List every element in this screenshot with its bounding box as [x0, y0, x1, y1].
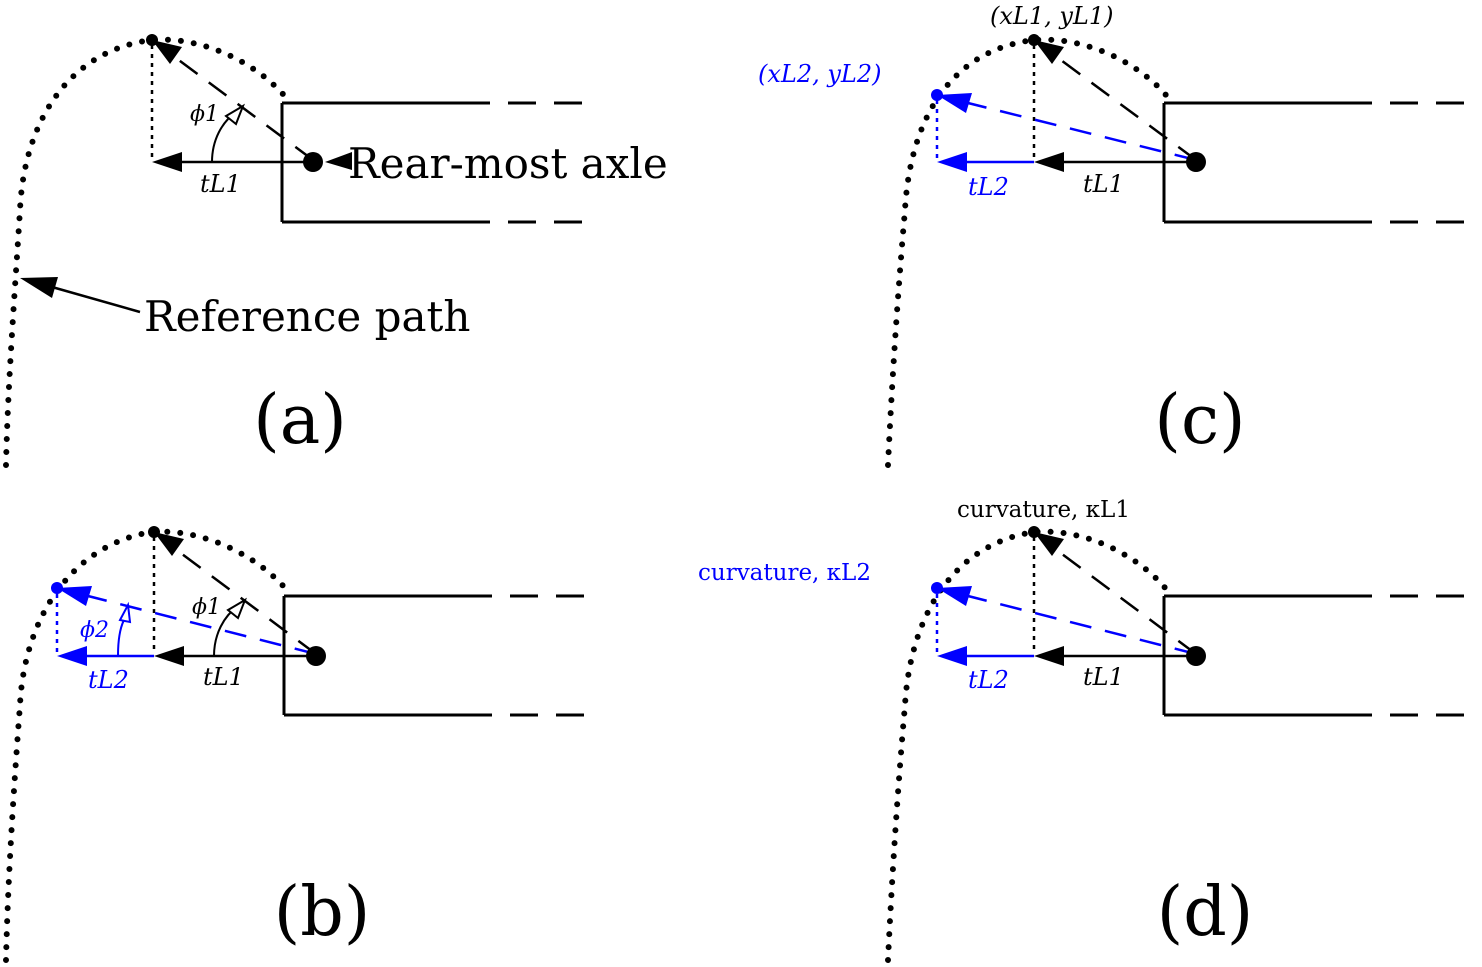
lookahead-arrowhead-l2	[937, 93, 972, 113]
vehicle-outline	[1162, 594, 1482, 717]
lookahead-arrowhead	[1034, 532, 1064, 556]
point-l2-label: (xL2, yL2)	[758, 60, 882, 88]
lookahead-arrowhead-l2	[937, 586, 972, 606]
curvature-l2-label: curvature, κL2	[698, 560, 871, 586]
phi1-label: ϕ1	[190, 102, 219, 127]
panel-b-caption: (b)	[274, 873, 371, 952]
t-l1-arrowhead	[1034, 152, 1064, 172]
lookahead-point-l2	[931, 89, 943, 101]
panel-d-caption: (d)	[1157, 873, 1254, 952]
t-l1-label: tL1	[1083, 170, 1124, 198]
t-l2-label: tL2	[88, 666, 129, 694]
phi1-label: ϕ1	[192, 595, 221, 620]
panel-c-caption: (c)	[1154, 381, 1245, 460]
rear-axle-label: Rear-most axle	[348, 139, 668, 188]
lookahead-arrowhead	[154, 532, 184, 556]
lookahead-point-l2	[51, 582, 63, 594]
lookahead-point	[1028, 34, 1040, 46]
reference-path-label: Reference path	[144, 292, 470, 341]
vehicle-outline	[280, 101, 600, 224]
lookahead-arrowhead-l2	[57, 586, 92, 606]
panel-d: curvature, κL1 curvature, κL2 tL1 tL2 (d…	[698, 497, 1482, 963]
vehicle-outline	[1162, 101, 1482, 224]
reference-path-pointer-head	[20, 277, 58, 298]
panel-a-caption: (a)	[253, 381, 347, 460]
lookahead-dashed-line	[167, 50, 314, 162]
point-l1-label: (xL1, yL1)	[990, 2, 1114, 30]
lookahead-arrowhead	[152, 40, 182, 64]
lookahead-dashed-line	[1049, 50, 1197, 162]
lookahead-dashed-line-l2	[87, 594, 317, 656]
phi2-arc	[117, 619, 125, 657]
vehicle-outline	[282, 594, 600, 717]
phi2-arc-arrowhead	[118, 601, 132, 624]
panel-a: ϕ1 tL1 Rear-most axle Reference path (a)	[3, 34, 668, 468]
curvature-l1-label: curvature, κL1	[957, 497, 1130, 523]
lookahead-dashed-line	[169, 543, 317, 656]
lookahead-point	[146, 34, 158, 46]
phi2-label: ϕ2	[80, 618, 109, 643]
reference-path-curve	[3, 36, 291, 468]
t-l2-label: tL2	[968, 173, 1009, 201]
t-l1-label: tL1	[200, 170, 241, 198]
t-l1-arrowhead	[1034, 646, 1064, 666]
reference-path-curve	[885, 36, 1173, 468]
rear-axle-dot	[1186, 152, 1206, 172]
lookahead-point-l2	[931, 582, 943, 594]
rear-axle-pointer-head	[325, 152, 352, 170]
t-l1-arrowhead	[154, 646, 184, 666]
lookahead-dashed-line	[1049, 543, 1197, 656]
rear-axle-dot	[1186, 646, 1206, 666]
t-l2-label: tL2	[968, 666, 1009, 694]
lookahead-point	[148, 526, 160, 538]
t-l2-arrowhead	[937, 646, 967, 666]
lookahead-dashed-line-l2	[967, 101, 1197, 162]
rear-axle-dot	[306, 646, 326, 666]
t-l2-arrowhead	[57, 646, 87, 666]
reference-path-curve	[3, 528, 293, 963]
t-l1-arrowhead	[152, 152, 182, 172]
t-l1-label: tL1	[203, 663, 244, 691]
t-l2-arrowhead	[937, 152, 967, 172]
lookahead-dashed-line-l2	[967, 594, 1197, 656]
rear-axle-dot	[303, 152, 323, 172]
t-l1-label: tL1	[1083, 663, 1124, 691]
panel-b: ϕ1 ϕ2 tL1 tL2 (b)	[3, 526, 600, 963]
lookahead-point	[1028, 526, 1040, 538]
reference-path-pointer	[51, 285, 141, 314]
lookahead-arrowhead	[1034, 40, 1064, 64]
phi1-arc-arrowhead	[224, 103, 245, 126]
reference-path-curve	[885, 528, 1173, 963]
panel-c: (xL1, yL1) (xL2, yL2) tL1 tL2 (c)	[758, 2, 1482, 468]
phi1-arc-arrowhead	[226, 597, 247, 620]
